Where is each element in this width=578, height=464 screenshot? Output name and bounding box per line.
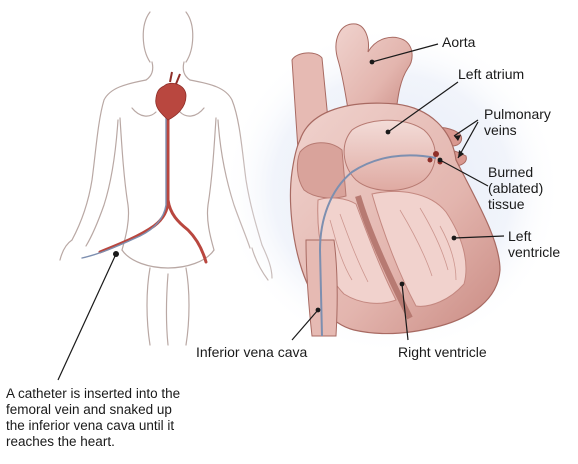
left-atrium-label: Left atrium [458,66,524,82]
right-ventricle-leader-dot [400,282,405,287]
hip-outline [122,250,214,268]
catheter-insertion-dot [113,251,119,257]
left-hand-outline [60,240,72,260]
torso-left-outline [120,118,129,250]
catheter-caption: A catheter is inserted into the femoral … [6,386,266,450]
burned-tissue-leader-dot [438,158,443,163]
pulmonary-veins-line-1: Pulmonary [484,106,551,122]
left-ventricle-label: Left ventricle [508,228,560,260]
catheter-caption-leader [58,254,116,380]
neck-outline [146,62,190,80]
left-ventricle-line-2: ventricle [508,244,560,260]
left-arm-inner-outline [86,120,118,246]
left-atrium-leader-dot [386,130,391,135]
femoral-vein-right [168,200,206,262]
right-atrium-cut [297,143,346,198]
pulmonary-veins-line-2: veins [484,122,551,138]
caption-line-4: reaches the heart. [6,434,266,450]
inferior-vena-cava-label: Inferior vena cava [196,344,307,360]
aorta-label: Aorta [442,34,475,50]
burned-tissue-line-1: Burned [488,164,543,180]
pulmonary-veins-label: Pulmonary veins [484,106,551,138]
aorta-leader-dot [370,60,375,65]
torso-right-outline [207,118,216,250]
caption-line-3: the inferior vena cava until it [6,418,266,434]
legs-outline [147,268,189,345]
inferior-vena-cava-leader-dot [316,308,321,313]
caption-line-1: A catheter is inserted into the [6,386,266,402]
catheter-line [82,115,166,258]
head-outline [143,12,193,62]
right-ventricle-label: Right ventricle [398,344,487,360]
burned-tissue-line-3: tissue [488,196,543,212]
burned-tissue-line-2: (ablated) [488,180,543,196]
left-ventricle-line-1: Left [508,228,560,244]
burned-tissue-label: Burned (ablated) tissue [488,164,543,212]
left-ventricle-leader-dot [452,236,457,241]
body-blood-vessels [82,112,206,262]
left-shoulder-arm-outline [72,80,146,240]
caption-line-2: femoral vein and snaked up [6,402,266,418]
